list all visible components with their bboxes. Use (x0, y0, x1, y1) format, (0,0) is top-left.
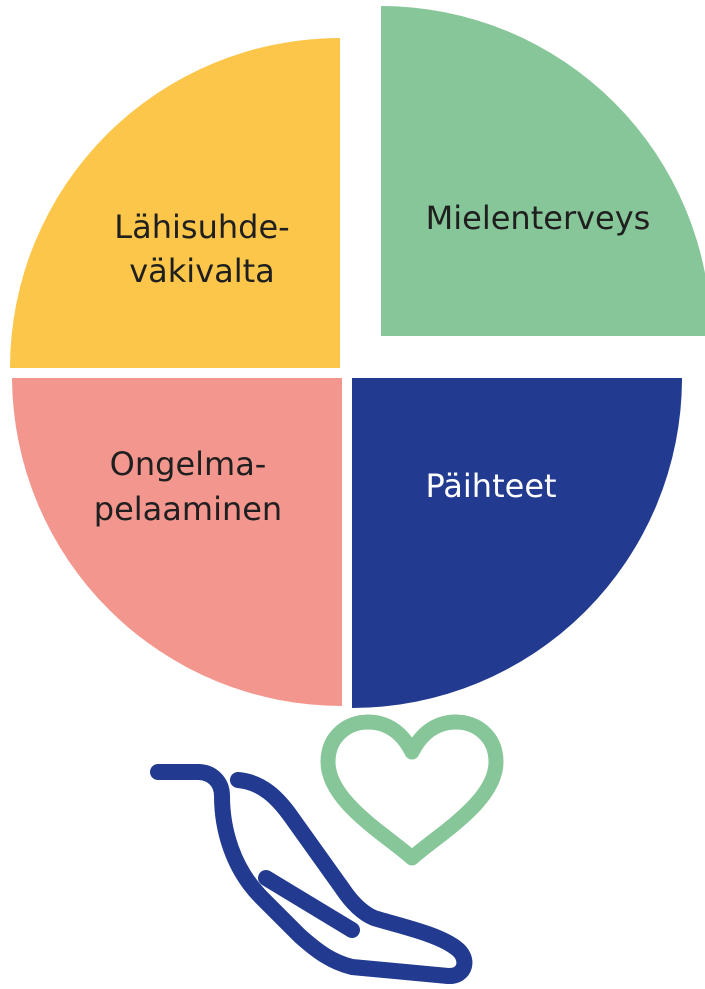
hand-finger-icon (258, 870, 360, 938)
quadrant-bottom-left-label-line1: Ongelma- (110, 445, 267, 483)
quadrant-lahisuhdevakivalta: Lähisuhde- väkivalta (10, 38, 340, 368)
quadrant-top-left-label-line2: väkivalta (129, 252, 275, 290)
quadrant-top-left-shape (10, 38, 340, 368)
heart-icon (320, 714, 504, 866)
hand-holding-heart-icon (150, 714, 504, 984)
quadrant-bottom-left-shape (12, 378, 342, 706)
quadrant-paihteet: Päihteet (352, 378, 682, 708)
quadrant-bottom-right-shape (352, 378, 682, 708)
quadrant-bottom-left-label-line2: pelaaminen (94, 490, 282, 528)
quadrant-top-right-label: Mielenterveys (426, 199, 651, 237)
quadrant-mielenterveys: Mielenterveys (381, 6, 705, 336)
quadrant-ongelmapelaaminen: Ongelma- pelaaminen (12, 378, 342, 706)
quadrant-top-left-label-line1: Lähisuhde- (114, 208, 289, 246)
quadrant-top-right-shape (381, 6, 705, 336)
hand-outline-icon (150, 764, 473, 984)
quadrant-bottom-right-label: Päihteet (425, 467, 556, 505)
